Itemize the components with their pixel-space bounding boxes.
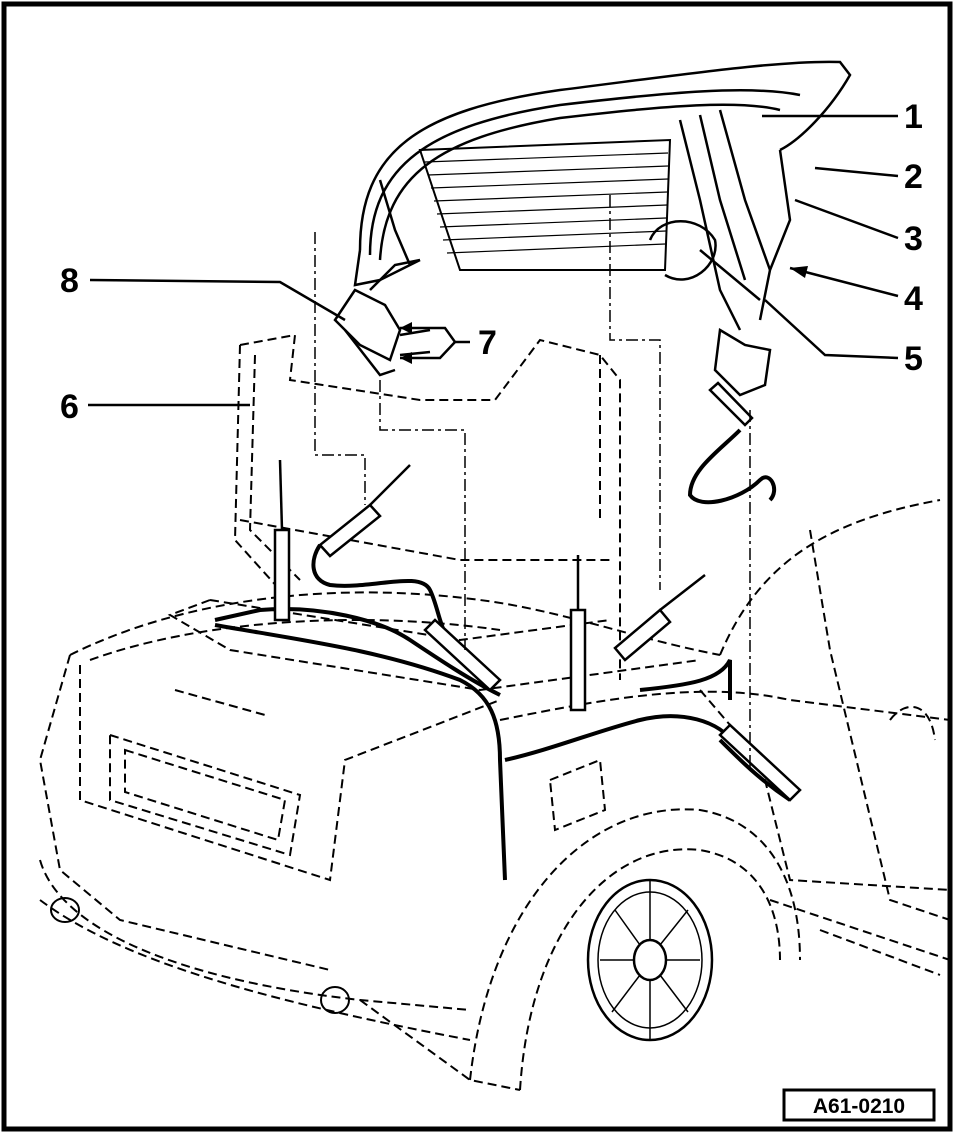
callout-1: 1	[904, 98, 923, 136]
callout-4: 4	[904, 280, 923, 318]
car-body	[38, 333, 951, 1091]
convertible-roof	[353, 60, 852, 397]
callout-6: 6	[60, 388, 79, 426]
callout-3: 3	[904, 220, 923, 258]
reference-code-box: A61-0210	[782, 1088, 936, 1122]
rear-wheel	[586, 878, 714, 1042]
hydraulic-cylinders	[273, 381, 802, 802]
callout-8: 8	[60, 262, 79, 300]
reference-code: A61-0210	[813, 1095, 905, 1118]
callout-2: 2	[904, 158, 923, 196]
callout-5: 5	[904, 340, 923, 378]
hydraulic-lines	[214, 428, 792, 881]
callout-7: 7	[478, 324, 497, 362]
left-hinge-mechanism	[333, 258, 431, 377]
callout-arrowheads	[400, 266, 808, 364]
assignment-lines	[314, 195, 751, 770]
callout-leaders	[88, 114, 899, 407]
